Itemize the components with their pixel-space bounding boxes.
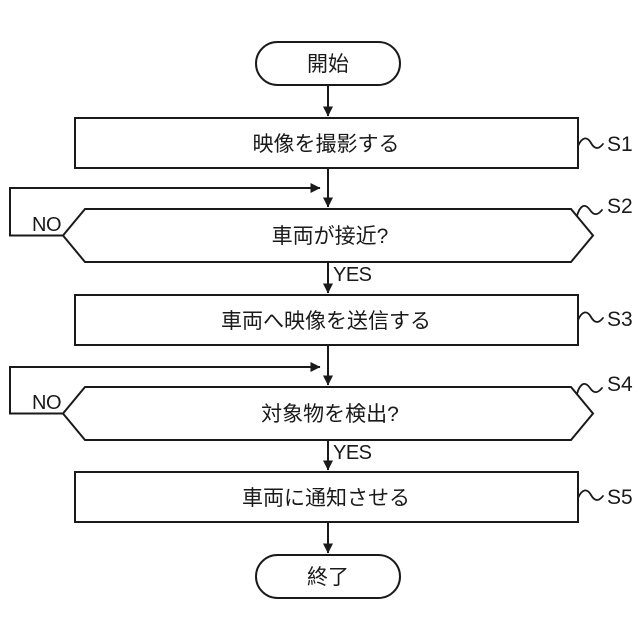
process-s3-label: 車両へ映像を送信する — [221, 310, 431, 333]
step-ref-s3: S3 — [577, 308, 633, 331]
decision-s2-label: 車両が接近? — [272, 225, 389, 248]
process-s1-shape — [74, 117, 579, 169]
step-ref-s4-label: S4 — [607, 373, 633, 396]
no-loop-s2-line — [9, 183, 321, 237]
terminal-start-node: 開始 — [255, 41, 401, 86]
process-s1-node: 映像を撮影する — [74, 117, 579, 169]
step-ref-s2-label: S2 — [607, 195, 633, 218]
step-ref-s5-label: S5 — [607, 486, 633, 509]
step-ref-s2: S2 — [576, 195, 633, 218]
step-ref-s5: S5 — [577, 486, 633, 509]
terminal-start-label: 開始 — [307, 53, 349, 76]
branch-yes-s4-label: YES — [333, 442, 372, 464]
decision-s4-node: 対象物を検出? — [61, 386, 595, 441]
step-ref-s3-label: S3 — [607, 308, 633, 331]
step-ref-s1-label: S1 — [607, 133, 633, 156]
step-ref-s1: S1 — [577, 133, 633, 156]
branch-no-s4-label: NO — [32, 392, 61, 414]
branch-no-s2-label: NO — [32, 214, 61, 236]
process-s5-node: 車両に通知させる — [74, 471, 579, 523]
decision-s2-shape — [61, 208, 595, 263]
step-ref-s5-squiggle — [577, 489, 604, 501]
process-s1-label: 映像を撮影する — [253, 133, 400, 156]
step-ref-s3-squiggle — [577, 311, 604, 323]
process-s5-label: 車両に通知させる — [242, 487, 410, 510]
step-ref-s4: S4 — [576, 373, 633, 396]
no-loop-s4-line — [9, 362, 321, 415]
terminal-end-shape — [255, 554, 401, 599]
branch-yes-s2-label: YES — [333, 264, 372, 286]
step-ref-s4-squiggle — [576, 383, 603, 395]
process-s5-shape — [74, 471, 579, 523]
process-s3-node: 車両へ映像を送信する — [74, 294, 579, 346]
step-ref-s1-squiggle — [577, 137, 604, 149]
decision-s4-label: 対象物を検出? — [261, 403, 399, 426]
decision-s4-shape — [61, 386, 595, 441]
step-ref-s2-squiggle — [576, 205, 603, 217]
decision-s2-node: 車両が接近? — [61, 208, 595, 263]
terminal-end-node: 終了 — [255, 554, 401, 599]
terminal-end-label: 終了 — [307, 566, 349, 589]
